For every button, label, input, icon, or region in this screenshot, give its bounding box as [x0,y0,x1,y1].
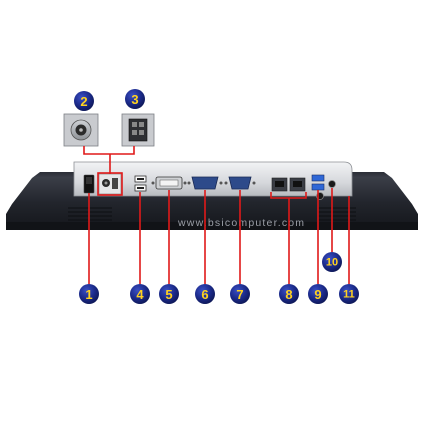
callout-11-label: 11 [343,289,355,301]
monitor-bottom-view: www.bsicomputer.com [6,161,418,230]
callout-2: 2 [74,91,94,111]
callout-6: 6 [195,284,215,304]
callout-10: 10 [322,252,342,272]
callout-10-label: 10 [326,257,338,269]
vga-port [187,176,223,190]
callout-11: 11 [339,284,359,304]
callout-9: 9 [308,284,328,304]
callout-1: 1 [79,284,99,304]
detail-inset-terminal-block [121,113,155,147]
dvi-port [151,176,187,190]
callout-8-label: 8 [285,287,292,302]
callout-3-label: 3 [131,92,138,107]
callout-7-label: 7 [236,287,243,302]
leader-lines [88,188,350,284]
callout-9-label: 9 [314,287,321,302]
callout-1-label: 1 [85,287,92,302]
dc-power-connectors [98,173,122,195]
lan-ports [271,177,306,192]
callout-7: 7 [230,284,250,304]
callout-6-label: 6 [201,287,208,302]
com-port [224,176,256,190]
usb-ports [134,175,147,192]
callout-2-label: 2 [80,94,87,109]
callouts: 1 2 3 4 5 6 7 8 [74,89,359,304]
callout-5-label: 5 [165,287,172,302]
inset-leader-bracket [83,146,135,196]
watermark-text: www.bsicomputer.com [177,217,305,229]
callout-8: 8 [279,284,299,304]
detail-inset-dc-jack [63,113,99,147]
callout-4: 4 [130,284,150,304]
power-switch [83,174,95,194]
callout-4-label: 4 [136,287,144,302]
callout-3: 3 [125,89,145,109]
ports [83,173,336,200]
callout-5: 5 [159,284,179,304]
vent-left [68,207,112,221]
